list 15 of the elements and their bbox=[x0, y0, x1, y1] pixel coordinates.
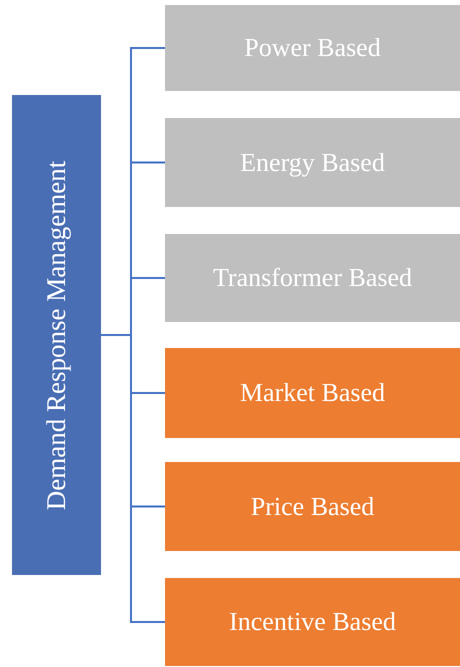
category-box bbox=[12, 95, 101, 575]
box-label: Price Based bbox=[250, 492, 374, 522]
subcategory-box bbox=[165, 118, 460, 207]
box-label: Incentive Based bbox=[229, 607, 396, 637]
connector-line bbox=[101, 334, 165, 623]
subcategory-box bbox=[165, 462, 460, 551]
vertical-title: Demand Response Management bbox=[41, 160, 72, 510]
box-label: Power Based bbox=[244, 33, 381, 63]
subcategory-box bbox=[165, 578, 460, 666]
subcategory-box bbox=[165, 348, 460, 438]
box-label: Energy Based bbox=[240, 148, 385, 178]
subcategory-box bbox=[165, 5, 460, 91]
subcategory-box bbox=[165, 234, 460, 322]
box-label: Market Based bbox=[240, 378, 386, 408]
box-label: Transformer Based bbox=[212, 263, 412, 293]
